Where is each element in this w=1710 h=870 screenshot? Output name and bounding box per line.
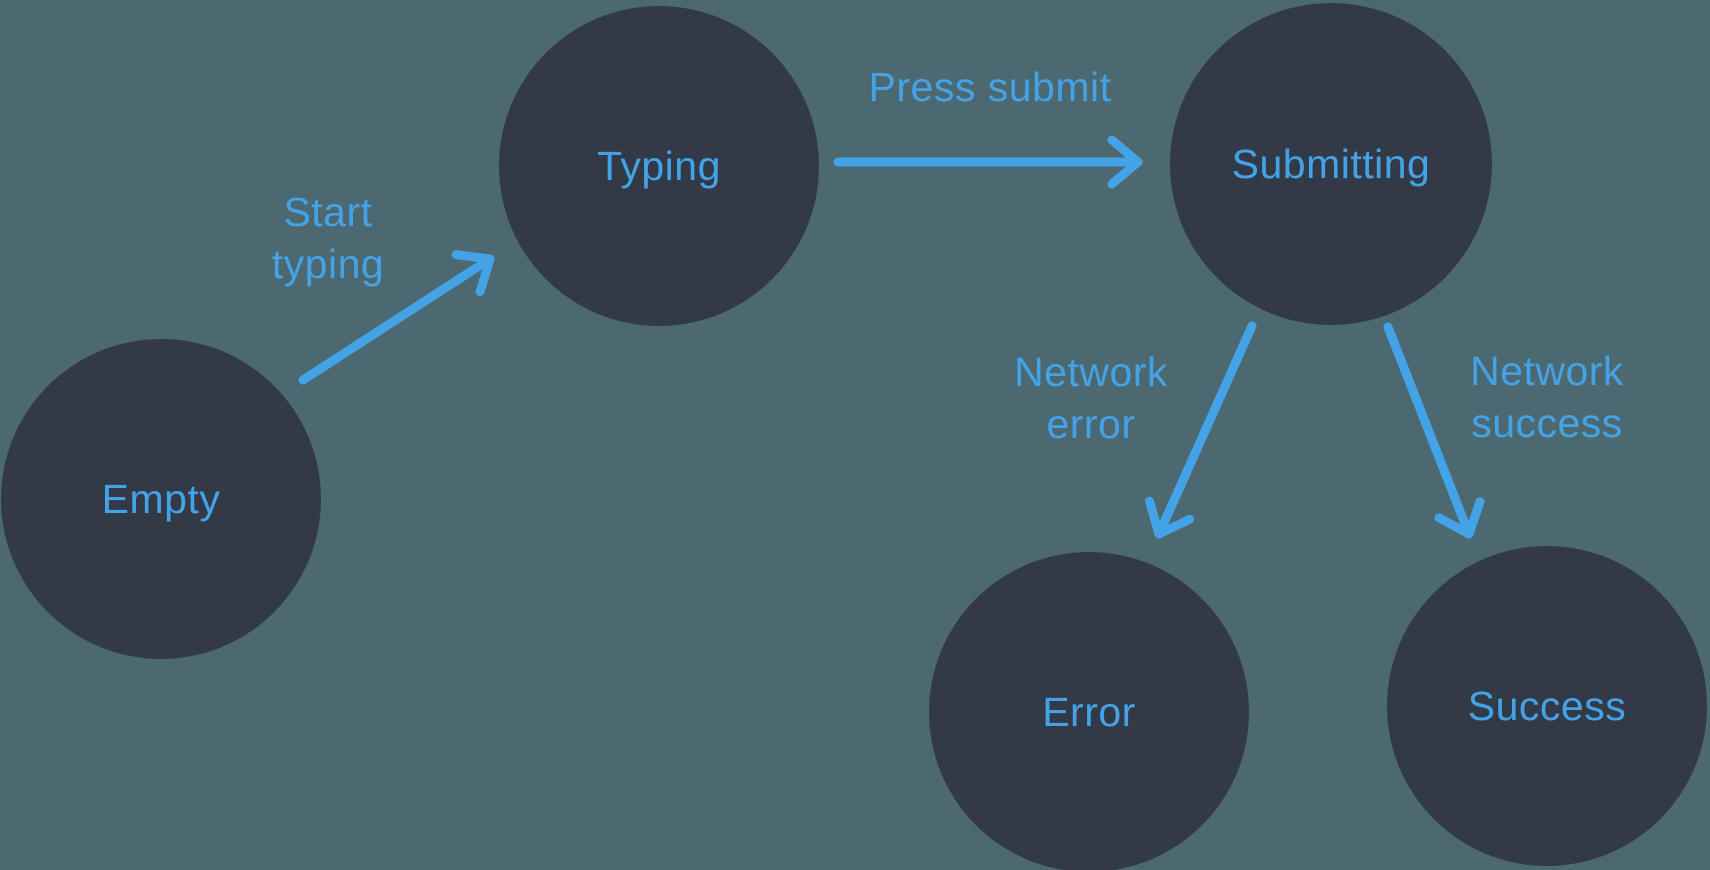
state-node-label: Empty [101,475,221,522]
transition-label-submitting-error: Network error [1014,349,1168,447]
transition-arrow-submitting-error [1145,321,1257,539]
state-node-empty: Empty [1,339,321,659]
transition-label-submitting-success: Network success [1470,348,1624,446]
state-node-label: Submitting [1231,140,1431,187]
state-node-label: Success [1467,682,1627,729]
state-node-label: Typing [597,142,721,189]
state-node-submitting: Submitting [1170,3,1492,325]
state-node-error: Error [929,552,1249,870]
transition-arrow-empty-typing [298,250,495,385]
state-node-typing: Typing [499,6,819,326]
state-node-success: Success [1387,546,1707,866]
transition-label-empty-typing: Start typing [271,189,385,287]
transition-lines-group [298,135,1485,539]
transition-label-typing-submitting: Press submit [868,64,1112,110]
transition-arrow-submitting-success [1383,322,1485,539]
state-node-label: Error [1042,688,1136,735]
